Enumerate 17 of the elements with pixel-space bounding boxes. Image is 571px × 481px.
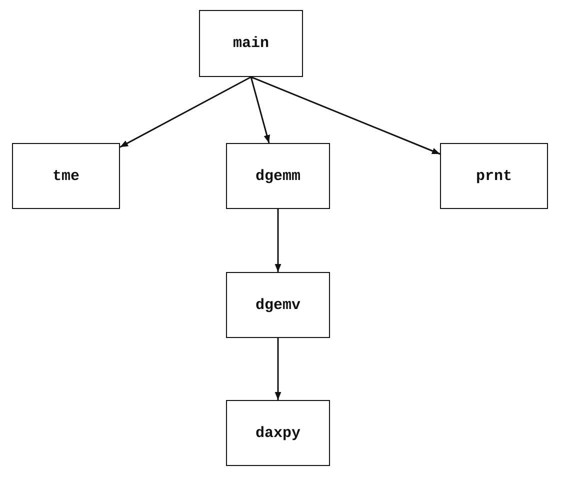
- function-box: [226, 272, 330, 338]
- function-name: dgemv: [255, 296, 300, 314]
- function-name: prnt: [476, 168, 512, 184]
- function-name: tme: [52, 168, 80, 184]
- function-box: [199, 10, 303, 77]
- arrow: [250, 76, 440, 155]
- arrow: [120, 76, 252, 148]
- function-name: daxpy: [255, 424, 300, 442]
- function-box: [440, 143, 548, 209]
- function-box: [12, 143, 120, 209]
- arrow: [274, 338, 282, 400]
- function-box: [226, 143, 330, 209]
- arrow: [250, 76, 270, 144]
- function-name: dgemm: [255, 168, 300, 184]
- arrow: [274, 209, 282, 272]
- function-box: [226, 400, 330, 466]
- function-name: main: [232, 35, 269, 52]
